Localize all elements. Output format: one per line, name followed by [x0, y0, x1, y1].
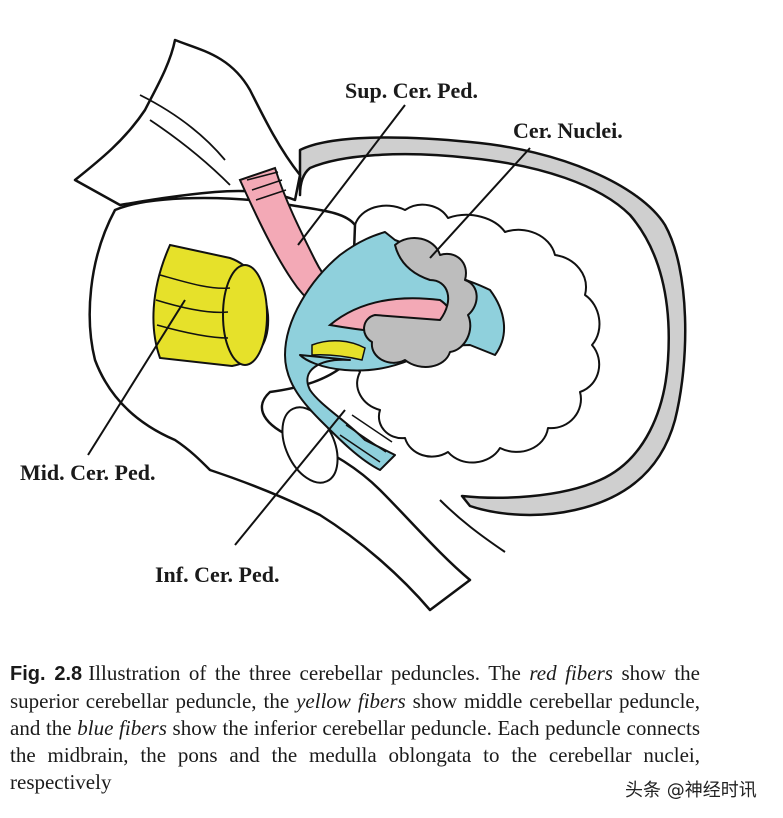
cerebellar-peduncles-diagram: Sup. Cer. Ped. Cer. Nuclei. Mid. Cer. Pe… [20, 38, 687, 612]
cerebellar-nuclei [363, 236, 478, 368]
figure-number: Fig. 2.8 [10, 663, 83, 685]
inf-ped-label: Inf. Cer. Ped. [155, 562, 279, 587]
midbrain-inner-line [149, 119, 231, 186]
caption-yellow-fibers: yellow fibers [296, 689, 406, 713]
middle-peduncle-fibers [311, 340, 366, 361]
nuclei-label: Cer. Nuclei. [513, 118, 623, 143]
midbrain [73, 38, 302, 207]
caption-text: show middle cerebellar peduncle, and the [10, 689, 701, 740]
caption-text: Illustration of the three cerebellar ped… [88, 661, 530, 685]
middle-peduncle-cut-face [222, 264, 268, 366]
cerebellum-outline [298, 136, 687, 517]
caption-text: show the superior cerebellar peduncle, t… [10, 661, 700, 713]
watermark: 头条 @神经时讯 [625, 780, 757, 801]
midbrain-inner-line [139, 94, 226, 161]
caption-text: show the inferior cerebellar peduncle. E… [10, 716, 700, 794]
inf-ped-pointer [234, 409, 346, 546]
caption-red-fibers: red fibers [529, 661, 613, 685]
mid-ped-pointer [87, 299, 186, 456]
olive [281, 406, 339, 484]
sup-ped-pointer [297, 104, 406, 246]
nuclei-pointer [429, 147, 531, 259]
mid-ped-label: Mid. Cer. Ped. [20, 460, 155, 485]
medulla-outline [439, 499, 506, 553]
caption-blue-fibers: blue fibers [77, 716, 167, 740]
sup-ped-label: Sup. Cer. Ped. [345, 78, 478, 103]
